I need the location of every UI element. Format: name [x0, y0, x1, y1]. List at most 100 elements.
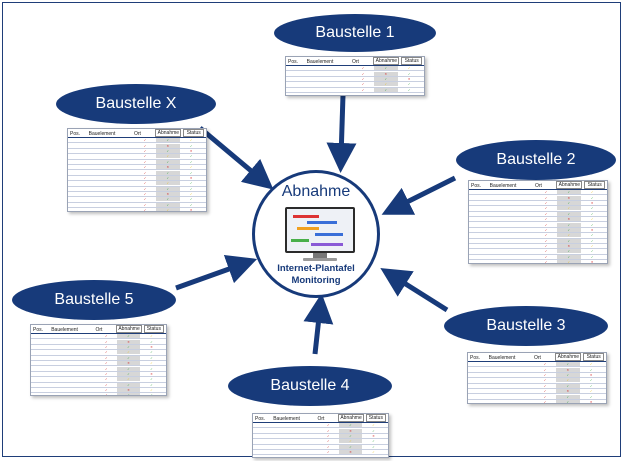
table-row: ✓✓✕ — [468, 372, 606, 379]
table-row: ✓✓✓ — [31, 393, 166, 395]
col-ort: Ort — [534, 355, 541, 361]
table-rows: ✓✓✓✓✕✓✓✓✕✓✓✓✓✓✓✓✕✓✓✓✓✓✓✕✓✓✓✓✓✓✓✕✓✓✓✓✓✓✓✓… — [68, 138, 206, 211]
table-row: ✓✓✓ — [469, 206, 607, 212]
table-row: ✓✓✓ — [253, 423, 388, 429]
table-row: ✓✓✓ — [469, 211, 607, 217]
table-row: ✓✓✓ — [469, 254, 607, 261]
table-row: ✓✓✓ — [31, 334, 166, 340]
col-abnahme: Abnahme — [373, 57, 400, 65]
site-label-baustelle-3: Baustelle 3 — [444, 306, 608, 346]
table-row: ✓✓✕ — [253, 433, 388, 440]
table-row: ✓✓✓ — [469, 222, 607, 228]
col-ort: Ort — [95, 327, 103, 333]
hub-caption: Internet-Plantafel Monitoring — [255, 263, 377, 287]
col-ort: Ort — [535, 183, 542, 189]
col-bauelement: Bauelement — [489, 183, 517, 189]
col-status: Status — [584, 181, 605, 189]
site-label-baustelle-4: Baustelle 4 — [228, 366, 392, 406]
arrow-baustelle-2 — [381, 175, 457, 215]
table-row: ✓✓✕ — [31, 371, 166, 378]
table-rows: ✓✓✓✓✕✓✓✓✕✓✓✓✓✓✓ — [286, 66, 424, 93]
col-bauelement: Bauelement — [306, 59, 334, 65]
table-row: ✓✓✓ — [68, 170, 206, 176]
table-row: ✓✓✓ — [469, 249, 607, 255]
table-row: ✓✓✕ — [468, 399, 606, 403]
table-row: ✓✕✓ — [468, 389, 606, 395]
col-abnahme: Abnahme — [556, 181, 583, 189]
table-row: ✓✓✓ — [31, 382, 166, 388]
table-row: ✓✓✕ — [68, 148, 206, 155]
table-row: ✓✓✕ — [68, 175, 206, 182]
col-bauelement: Bauelement — [488, 355, 516, 361]
arrow-baustelle-3 — [380, 268, 449, 313]
table-row: ✓✓✓ — [68, 138, 206, 144]
monitor-screen — [287, 209, 353, 251]
col-ort: Ort — [317, 416, 325, 422]
table-row: ✓✕✓ — [468, 367, 606, 373]
col-status: Status — [583, 353, 604, 361]
table-rows: ✓✓✓✓✕✓✓✓✕✓✓✓✓✓✓✓✕✓ — [253, 423, 388, 456]
table-row: ✓✓✓ — [68, 197, 206, 203]
site-label-baustelle-2: Baustelle 2 — [456, 140, 616, 180]
table-row: ✓✓✓ — [468, 362, 606, 368]
table-row: ✓✓✓ — [286, 82, 424, 88]
table-row: ✓✓✕ — [469, 260, 607, 263]
monitor-stand — [313, 253, 327, 259]
table-row: ✓✕✓ — [469, 195, 607, 201]
table-row: ✓✓✓ — [68, 154, 206, 160]
table-row: ✓✕✓ — [469, 244, 607, 250]
table-row: ✓✓✕ — [469, 227, 607, 234]
table-row: ✓✕✓ — [31, 339, 166, 345]
col-status: Status — [143, 325, 164, 333]
table-row: ✓✕✓ — [68, 165, 206, 171]
arrow-baustelle-4 — [303, 293, 334, 355]
col-abnahme: Abnahme — [116, 325, 142, 333]
col-status: Status — [183, 129, 204, 137]
table-row: ✓✓✓ — [286, 66, 424, 72]
col-abnahme: Abnahme — [155, 129, 182, 137]
col-ort: Ort — [134, 131, 141, 137]
table-row: ✓✓✓ — [468, 394, 606, 400]
table-row: ✓✕✓ — [68, 143, 206, 149]
table-row: ✓✕✓ — [469, 217, 607, 223]
col-pos: Pos. — [470, 355, 481, 361]
table-row: ✓✓✓ — [253, 439, 388, 445]
table-row: ✓✓✓ — [468, 383, 606, 389]
table-rows: ✓✓✓✓✕✓✓✓✕✓✓✓✓✓✓✓✕✓✓✓✓✓✓✕ — [468, 362, 606, 403]
col-status: Status — [401, 57, 422, 65]
table-row: ✓✓✕ — [286, 76, 424, 83]
arrow-baustelle-5 — [175, 254, 258, 291]
col-abnahme: Abnahme — [338, 414, 364, 422]
hub-circle: Abnahme Internet-Plantafel Monitoring — [252, 170, 380, 298]
table-row: ✓✕✓ — [253, 428, 388, 434]
col-bauelement: Bauelement — [88, 131, 116, 137]
site-label-baustelle-x: Baustelle X — [56, 84, 216, 124]
table-row: ✓✓✓ — [68, 181, 206, 187]
monitor-icon — [285, 207, 355, 253]
col-pos: Pos. — [70, 131, 81, 137]
col-status: Status — [365, 414, 386, 422]
table-rows: ✓✓✓✓✕✓✓✓✕✓✓✓✓✓✓✓✕✓✓✓✓✓✓✕✓✓✓✓✓✓✓✕✓✓✓✓✓✓✓✓… — [469, 190, 607, 263]
col-pos: Pos. — [471, 183, 482, 189]
site-label-baustelle-1: Baustelle 1 — [274, 14, 436, 52]
col-ort: Ort — [352, 59, 359, 65]
table-row: ✓✓✓ — [468, 378, 606, 384]
col-abnahme: Abnahme — [555, 353, 582, 361]
col-pos: Pos. — [255, 416, 266, 422]
table-row: ✓✕✓ — [31, 361, 166, 367]
table-rows: ✓✓✓✓✕✓✓✓✕✓✓✓✓✓✓✓✕✓✓✓✓✓✓✕✓✓✓✓✓✓✓✕✓✓✓✓ — [31, 334, 166, 395]
hub-caption-line-2: Monitoring — [291, 275, 341, 286]
hub-caption-line-1: Internet-Plantafel — [277, 263, 355, 274]
table-row: ✓✕✓ — [286, 71, 424, 77]
table-row: ✓✓✓ — [469, 238, 607, 244]
table-row: ✓✓✓ — [68, 202, 206, 209]
site-label-baustelle-5: Baustelle 5 — [12, 280, 176, 320]
table-row: ✓✓✕ — [68, 208, 206, 211]
table-row: ✓✓✓ — [31, 366, 166, 372]
